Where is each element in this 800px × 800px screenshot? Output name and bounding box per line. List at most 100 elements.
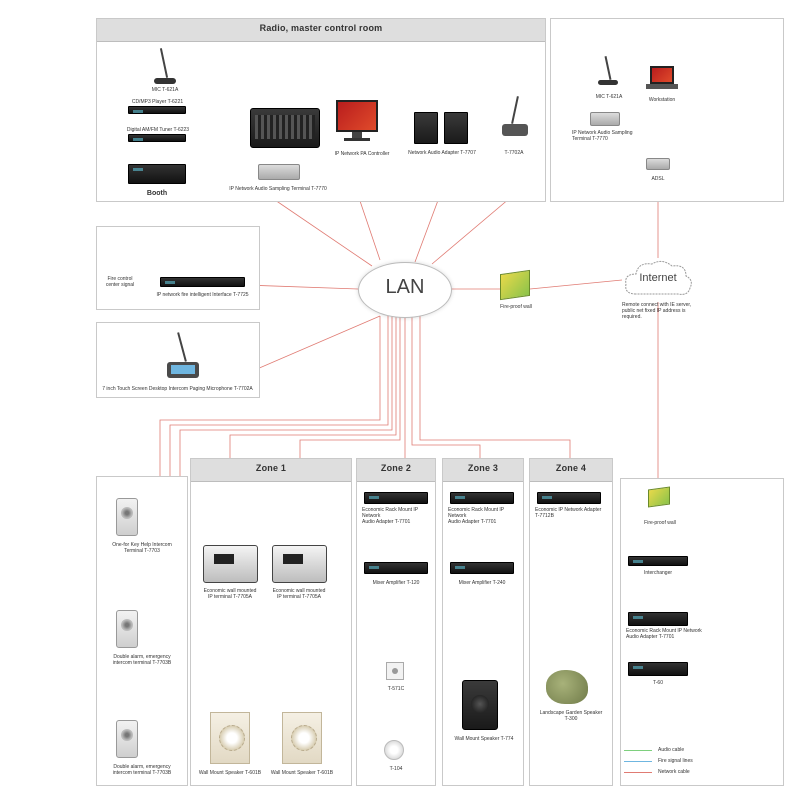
zone2-volume-label: T-571C [387,686,405,692]
right-column-panel [620,478,784,786]
zone3-adapter [450,492,514,504]
zone1-terminal-a-label: Economic wall mounted IP terminal T-7705… [203,588,257,600]
interchanger-label: Interchanger [643,570,673,576]
speaker-right-device [444,112,468,144]
paging-mic-label: T-7702A [504,150,524,156]
adsl-device [646,158,670,170]
intercom-terminal-2 [116,610,138,648]
remote-mic-icon [596,56,620,88]
cd-player-label: CD/MP3 Player T-6221 [131,99,184,105]
zone3-amp [450,562,514,574]
zone2-adapter-label: Economic Rack Mount IP Network Audio Ada… [362,507,419,525]
intercom-3-label: Double alarm, emergency intercom termina… [112,764,172,776]
fire-interface-panel [96,226,260,310]
zone1-speaker-a-label: Wall Mount Speaker T-601B [198,770,262,776]
cd-player-device [128,106,186,114]
zone2-header: Zone 2 [357,459,435,482]
audio-adapter-label: Network Audio Adapter T-7707 [408,150,476,156]
remote-site-panel [550,18,784,202]
right-adapter-label: Economic Rack Mount IP Network Audio Ada… [626,628,702,640]
network-line [169,316,389,510]
lan-hub: LAN [358,262,452,318]
speaker-left-device [414,112,438,144]
monitor-icon [334,100,380,144]
network-line [244,284,359,290]
zone4-garden-speaker [546,670,588,704]
legend-fire-label: Fire signal lines [658,758,693,764]
lan-label: LAN [385,276,425,298]
tuner-device [128,134,186,142]
booth-device [128,164,186,184]
zone1-title: Zone 1 [255,463,287,473]
legend-audio-swatch [624,750,652,751]
remote-mic-label: MIC T-621A [595,94,623,100]
zone2-volume [386,662,404,680]
laptop-icon [646,66,678,92]
workstation-label: Workstation [648,97,676,103]
legend-network-label: Network cable [658,769,690,775]
zone3-amp-label: Mixer Amplifier T-240 [458,580,506,586]
fire-signal-label: Fire control center signal [105,276,135,288]
zone4-adapter [537,492,601,504]
interchanger-device [628,556,688,566]
zone1-terminal-b [272,545,327,583]
adsl-label: ADSL [651,176,665,182]
fire-interface-label: IP network fire intelligent Interface T-… [156,292,249,298]
firewall-center-icon [500,269,530,301]
firewall-right-label: Fire-proof wall [644,520,676,526]
right-adapter-device [628,612,688,626]
zone3-speaker-label: Wall Mount Speaker T-774 [454,736,514,742]
zone4-adapter-label: Economic IP Network Adapter T-7712B [535,507,602,519]
control-room-title: Radio, master control room [259,23,383,33]
right-amp-label: T-60 [652,680,663,686]
zone3-title: Zone 3 [467,463,499,473]
control-room-header: Radio, master control room [97,19,545,42]
zone4-header: Zone 4 [530,459,612,482]
zone1-speaker-a [210,712,250,764]
mic-icon [150,48,180,86]
zone1-speaker-b [282,712,322,764]
legend-audio-label: Audio cable [658,747,685,753]
legend-fire-swatch [624,761,652,762]
zone4-panel: Zone 4 [529,458,613,786]
zone3-header: Zone 3 [443,459,523,482]
zone1-speaker-b-label: Wall Mount Speaker T-601B [270,770,334,776]
booth-label: Booth [146,190,168,197]
intercom-terminal-3 [116,720,138,758]
zone2-ceiling-label: T-104 [389,766,403,772]
network-line [529,279,623,290]
firewall-center-label: Fire-proof wall [500,304,532,310]
internet-note: Remote connect with IE server, public ne… [622,302,692,320]
pa-controller-label: IP Network PA Controller [334,151,390,157]
intercom-terminal-1 [116,498,138,536]
zone3-speaker [462,680,498,730]
zone3-adapter-label: Economic Rack Mount IP Network Audio Ada… [448,507,505,525]
zone3-panel: Zone 3 [442,458,524,786]
internet-cloud: Internet [622,258,694,302]
zone1-terminal-a [203,545,258,583]
mixer-device [250,108,320,148]
touch-paging-mic-label: 7 inch Touch Screen Desktop Intercom Pag… [102,386,253,392]
zone4-speaker-label: Landscape Garden Speaker T-300 [539,710,603,722]
sampling-terminal-label: IP Network Audio Sampling Terminal T-777… [229,186,327,192]
zone1-terminal-b-label: Economic wall mounted IP terminal T-7705… [272,588,326,600]
zone2-adapter [364,492,428,504]
sampling-terminal-device [258,164,300,180]
intercom-1-label: One-for Key Help Intercom Terminal T-770… [112,542,172,554]
firewall-right-icon [648,486,670,508]
remote-sampling-device [590,112,620,126]
internet-label: Internet [639,272,677,284]
zone1-header: Zone 1 [191,459,351,482]
control-mic-label: MIC T-621A [151,87,179,93]
right-amp-device [628,662,688,676]
legend-network-swatch [624,772,652,773]
fire-interface-device [160,277,245,287]
cloud-icon [625,260,692,295]
zone2-amp-label: Mixer Amplifier T-120 [372,580,420,586]
tuner-label: Digital AM/FM Tuner T-6223 [126,127,190,133]
zone4-title: Zone 4 [555,463,587,473]
zone2-ceiling-speaker [384,740,404,760]
zone2-amp [364,562,428,574]
zone2-title: Zone 2 [380,463,412,473]
zone2-panel: Zone 2 [356,458,436,786]
